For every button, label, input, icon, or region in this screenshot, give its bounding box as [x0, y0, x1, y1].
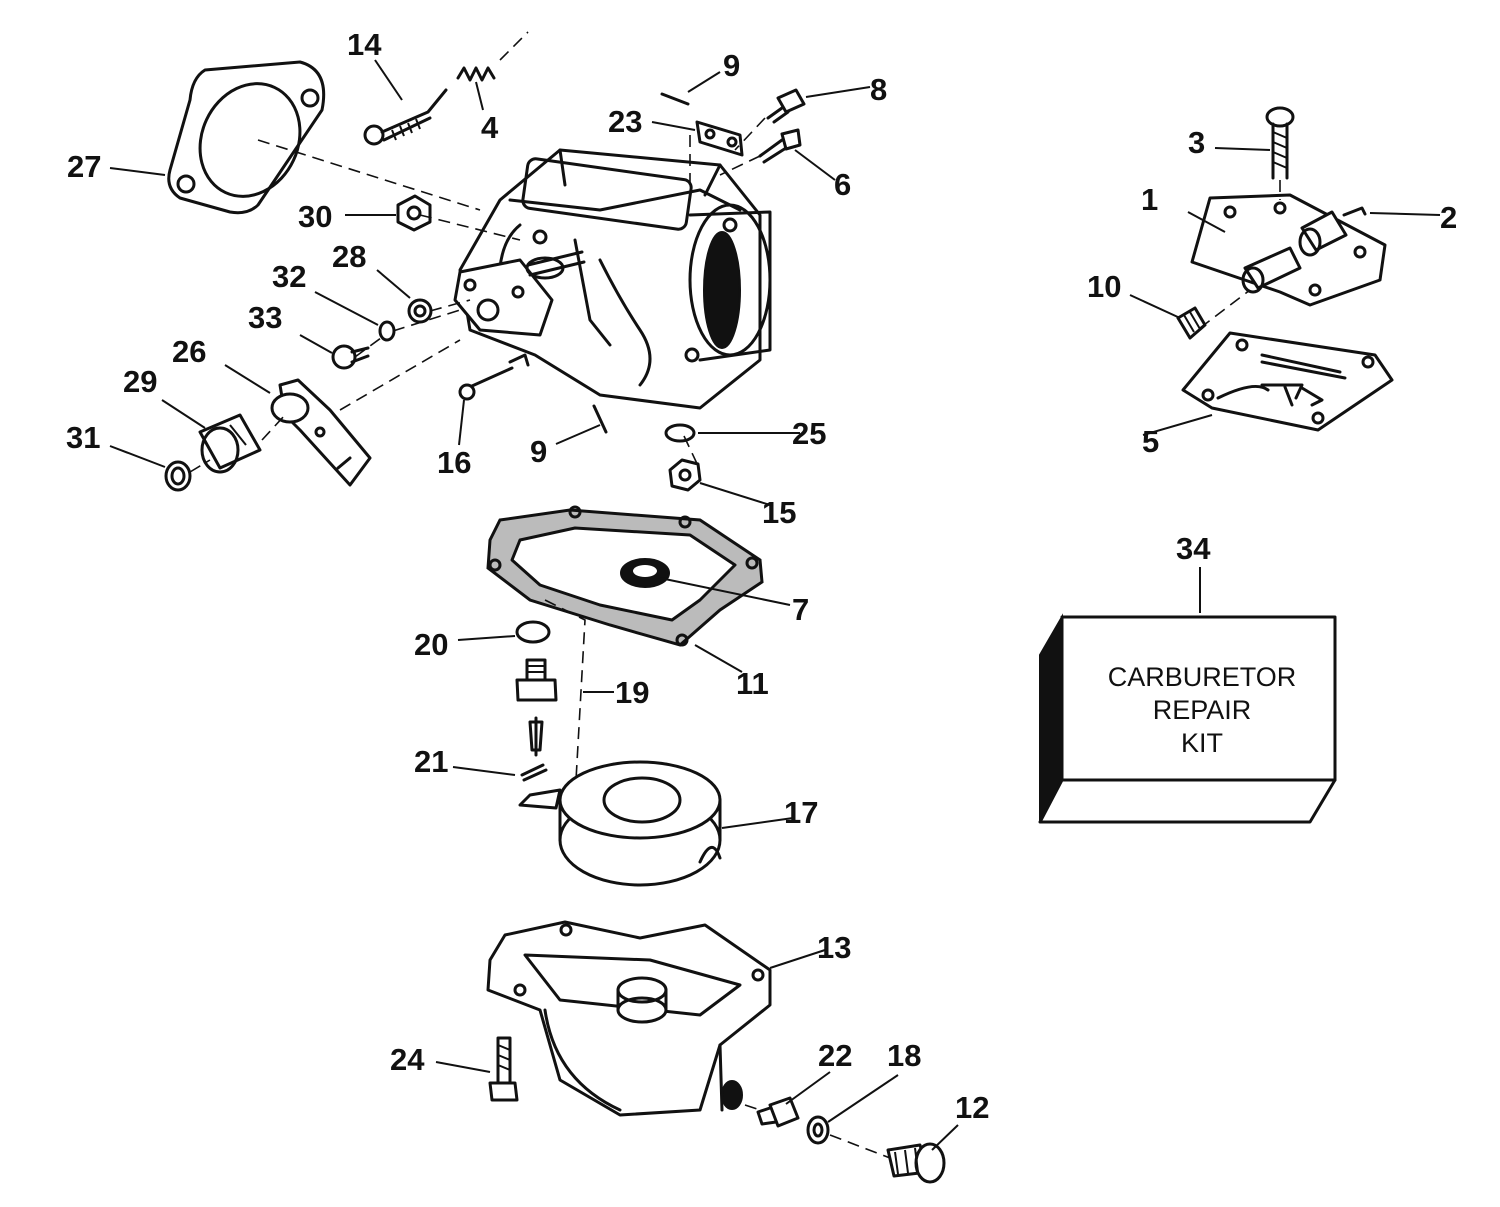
part-30-nut: [396, 194, 432, 232]
part-31-ring: [164, 460, 192, 492]
callout-17: 17: [784, 795, 818, 830]
callout-3: 3: [1188, 125, 1205, 160]
part-4-spring: [456, 31, 529, 82]
part-12-plug-screw: [886, 1142, 946, 1184]
callout-8: 8: [870, 72, 887, 107]
callout-12: 12: [955, 1090, 989, 1125]
part-28-star-washer: [407, 298, 433, 324]
part-18-washer: [806, 1115, 830, 1145]
part-7-seal: [620, 558, 670, 588]
kit-box-label: CARBURETOR REPAIR KIT: [1108, 662, 1297, 758]
callout-6: 6: [834, 167, 851, 202]
callout-19: 19: [615, 675, 649, 710]
callout-23: 23: [608, 104, 642, 139]
leader-lines: [109, 59, 1441, 1151]
part-9-pin-mid: [592, 404, 608, 434]
part-24-bolt: [488, 1036, 519, 1102]
callout-9-mid: 9: [530, 434, 547, 469]
part-9-pin-top: [660, 92, 690, 106]
part-1-cover: [1190, 193, 1387, 307]
callout-9-top: 9: [723, 48, 740, 83]
alignment-lines: [189, 117, 1281, 1159]
part-13-float-bowl: [486, 920, 772, 1117]
part-14-needle-screw: [363, 88, 448, 146]
part-29-bushing: [198, 413, 262, 474]
callout-14: 14: [347, 27, 382, 62]
part-21-clip: [520, 763, 548, 782]
callout-32: 32: [272, 259, 306, 294]
callout-24: 24: [390, 1042, 425, 1077]
part-17-float: [518, 760, 722, 887]
part-20-washer: [515, 620, 551, 644]
callout-29: 29: [123, 364, 157, 399]
part-27-flange-gasket: [167, 60, 326, 215]
callout-16: 16: [437, 445, 471, 480]
part-10-screw: [1176, 306, 1207, 340]
part-26-throttle-lever: [270, 378, 372, 487]
callout-25: 25: [792, 416, 826, 451]
callout-13: 13: [817, 930, 851, 965]
callout-34: 34: [1176, 531, 1211, 566]
part-2-fitting: [1342, 206, 1367, 217]
callout-2: 2: [1440, 200, 1457, 235]
callout-labels: 1 2 3 4 5 6 7 8 9 9 10 11 12 13 14 15 16…: [66, 27, 1457, 1125]
part-23-plate: [695, 120, 744, 157]
part-6-screw: [758, 128, 802, 164]
kit-label-line1: CARBURETOR: [1108, 662, 1297, 692]
part-34-repair-kit-box: [1038, 613, 1337, 824]
callout-4: 4: [481, 110, 499, 145]
callout-15: 15: [762, 495, 796, 530]
part-32-washer: [378, 320, 396, 342]
callout-30: 30: [298, 199, 332, 234]
part-15-nut: [668, 458, 702, 492]
callout-28: 28: [332, 239, 366, 274]
part-8-screw: [766, 88, 806, 124]
part-16-long-screw: [458, 353, 530, 401]
part-needle-seat: [515, 658, 558, 757]
callout-33: 33: [248, 300, 282, 335]
part-25-washer: [664, 423, 696, 443]
callout-18: 18: [887, 1038, 921, 1073]
part-22-jet: [756, 1096, 800, 1128]
callout-27: 27: [67, 149, 101, 184]
kit-label-line3: KIT: [1181, 728, 1223, 758]
callout-21: 21: [414, 744, 448, 779]
part-5-diaphragm: [1181, 331, 1394, 432]
callout-5: 5: [1142, 424, 1159, 459]
callout-31: 31: [66, 420, 100, 455]
callout-20: 20: [414, 627, 448, 662]
callout-26: 26: [172, 334, 206, 369]
callout-22: 22: [818, 1038, 852, 1073]
part-carburetor-body: [453, 148, 772, 410]
kit-label-line2: REPAIR: [1153, 695, 1252, 725]
part-3-screw: [1265, 106, 1295, 180]
callout-11: 11: [736, 666, 769, 701]
callout-10: 10: [1087, 269, 1121, 304]
part-33-screw: [331, 344, 370, 370]
callout-1: 1: [1141, 182, 1158, 217]
callout-7: 7: [792, 592, 809, 627]
